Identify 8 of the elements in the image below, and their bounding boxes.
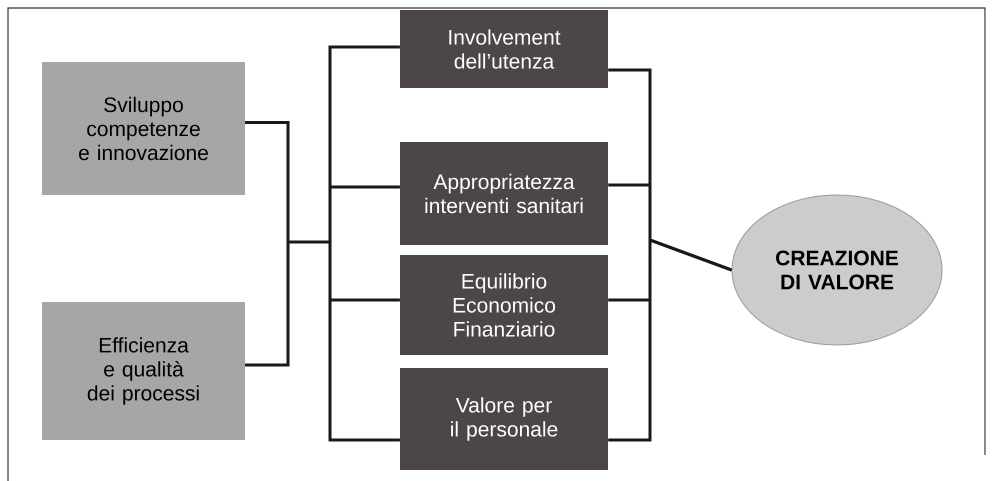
process-box: Valore per il personale: [400, 368, 608, 470]
connector: [608, 238, 732, 442]
input-box: Efficienza e qualità dei processi: [42, 302, 245, 440]
process-box: Appropriatezza interventi sanitari: [400, 142, 608, 245]
input-box: Sviluppo competenze e innovazione: [42, 62, 245, 195]
process-box: Involvement dell’utenza: [400, 10, 608, 88]
process-box: Equilibrio Economico Finanziario: [400, 255, 608, 355]
connector: [245, 240, 400, 442]
